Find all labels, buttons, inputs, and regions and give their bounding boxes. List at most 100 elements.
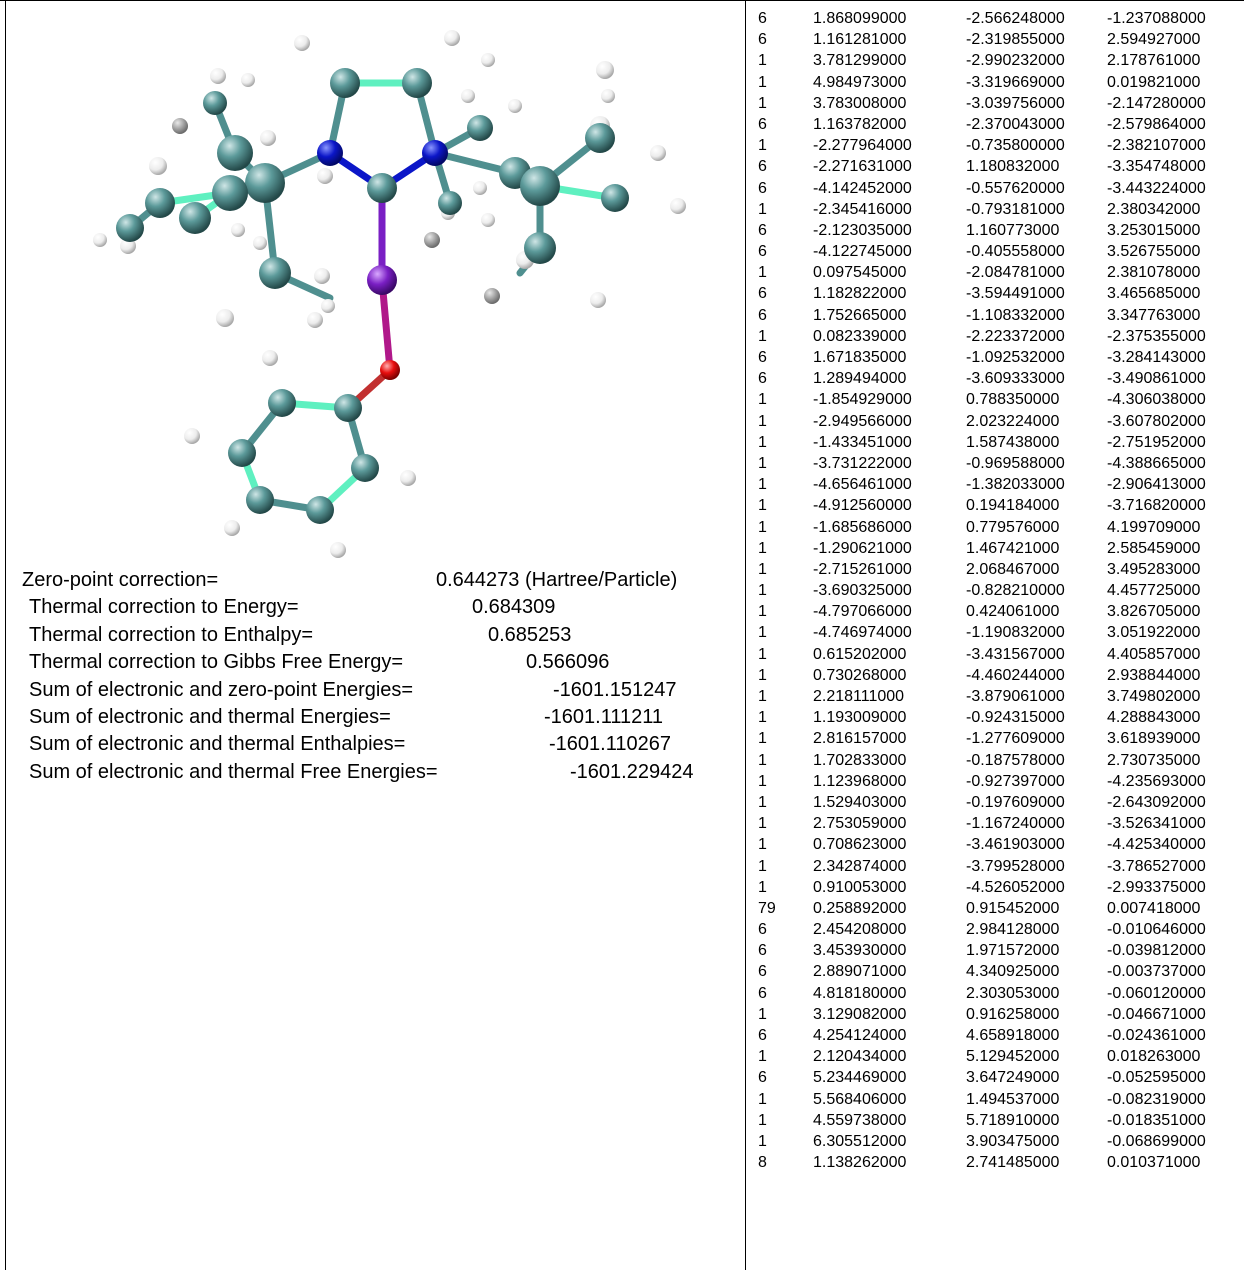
x-coordinate: 4.818180000 <box>813 984 907 1002</box>
z-coordinate: -3.716820000 <box>1107 497 1206 515</box>
atomic-number: 6 <box>758 221 767 239</box>
z-coordinate: -2.751952000 <box>1107 433 1206 451</box>
x-coordinate: -4.912560000 <box>813 497 912 515</box>
x-coordinate: 0.708623000 <box>813 836 907 854</box>
x-coordinate: -2.345416000 <box>813 200 912 218</box>
y-coordinate: 1.467421000 <box>966 539 1060 557</box>
atomic-number: 6 <box>758 942 767 960</box>
x-coordinate: 0.615202000 <box>813 645 907 663</box>
z-coordinate: -4.235693000 <box>1107 772 1206 790</box>
z-coordinate: -3.443224000 <box>1107 179 1206 197</box>
y-coordinate: 1.494537000 <box>966 1090 1060 1108</box>
atomic-number: 1 <box>758 793 767 811</box>
atomic-number: 1 <box>758 327 767 345</box>
x-coordinate: 0.097545000 <box>813 264 907 282</box>
z-coordinate: 3.618939000 <box>1107 730 1201 748</box>
y-coordinate: 0.916258000 <box>966 1005 1060 1023</box>
atomic-number: 6 <box>758 921 767 939</box>
thermo-row: Sum of electronic and thermal Energies=-… <box>22 704 742 731</box>
x-coordinate: -1.854929000 <box>813 391 912 409</box>
x-coordinate: 3.129082000 <box>813 1005 907 1023</box>
thermo-value: 0.644273 (Hartree/Particle) <box>436 569 678 591</box>
y-coordinate: 2.741485000 <box>966 1154 1060 1172</box>
coordinate-row: 1 -1.854929000 0.788350000 -4.306038000 <box>758 389 1244 410</box>
x-coordinate: 0.730268000 <box>813 666 907 684</box>
y-coordinate: -4.526052000 <box>966 878 1065 896</box>
atomic-number: 1 <box>758 815 767 833</box>
z-coordinate: -0.003737000 <box>1107 963 1206 981</box>
atomic-number: 6 <box>758 179 767 197</box>
atomic-number: 1 <box>758 666 767 684</box>
y-coordinate: 1.160773000 <box>966 221 1060 239</box>
x-coordinate: -4.797066000 <box>813 603 912 621</box>
z-coordinate: -2.375355000 <box>1107 327 1206 345</box>
z-coordinate: -0.082319000 <box>1107 1090 1206 1108</box>
x-coordinate: 1.752665000 <box>813 306 907 324</box>
x-coordinate: 4.984973000 <box>813 73 907 91</box>
atomic-number: 1 <box>758 476 767 494</box>
y-coordinate: 5.718910000 <box>966 1111 1060 1129</box>
z-coordinate: -4.388665000 <box>1107 454 1206 472</box>
y-coordinate: -0.187578000 <box>966 751 1065 769</box>
y-coordinate: -4.460244000 <box>966 666 1065 684</box>
y-coordinate: -0.969588000 <box>966 454 1065 472</box>
atomic-number: 1 <box>758 454 767 472</box>
atomic-number: 6 <box>758 1069 767 1087</box>
x-coordinate: -4.656461000 <box>813 476 912 494</box>
coordinate-row: 1-3.731222000-0.969588000-4.388665000 <box>758 453 1244 474</box>
z-coordinate: 2.594927000 <box>1107 31 1201 49</box>
y-coordinate: 2.023224000 <box>966 412 1060 430</box>
atomic-number: 1 <box>758 688 767 705</box>
z-coordinate: -1.237088000 <box>1107 10 1206 27</box>
y-coordinate: -0.828210000 <box>966 582 1065 600</box>
top-rule <box>0 0 1244 1</box>
thermo-value: -1601.151247 <box>553 678 677 701</box>
x-coordinate: 0.910053000 <box>813 878 907 896</box>
y-coordinate: -1.382033000 <box>966 476 1065 494</box>
x-coordinate: 1.182822000 <box>813 285 907 303</box>
atomic-number: 1 <box>758 1132 767 1150</box>
y-coordinate: 0.788350000 <box>966 391 1060 409</box>
atomic-number: 1 <box>758 624 767 642</box>
atomic-number: 1 <box>758 1005 767 1023</box>
atomic-number: 1 <box>758 772 767 790</box>
thermo-value: -1601.229424 <box>570 760 694 783</box>
y-coordinate: -0.927397000 <box>966 772 1065 790</box>
atomic-number: 6 <box>758 31 767 49</box>
atomic-number: 1 <box>758 391 767 409</box>
atomic-number: 6 <box>758 349 767 366</box>
z-coordinate: 2.178761000 <box>1107 52 1201 70</box>
atomic-number: 1 <box>758 539 767 557</box>
atomic-number: 1 <box>758 52 767 70</box>
atomic-number: 1 <box>758 412 767 430</box>
z-coordinate: -4.306038000 <box>1107 391 1206 409</box>
thermo-row: Thermal correction to Energy=0.684309 <box>22 594 742 621</box>
x-coordinate: -2.949566000 <box>813 412 912 430</box>
z-coordinate: 4.405857000 <box>1107 645 1201 663</box>
x-coordinate: 3.781299000 <box>813 52 907 70</box>
z-coordinate: -4.425340000 <box>1107 836 1206 854</box>
atomic-number: 6 <box>758 158 767 176</box>
z-coordinate: 3.253015000 <box>1107 221 1201 239</box>
x-coordinate: -2.277964000 <box>813 137 912 155</box>
z-coordinate: 3.465685000 <box>1107 285 1201 303</box>
z-coordinate: 4.288843000 <box>1107 709 1201 727</box>
y-coordinate: 3.647249000 <box>966 1069 1060 1087</box>
thermo-label: Sum of electronic and thermal Free Energ… <box>29 760 438 783</box>
